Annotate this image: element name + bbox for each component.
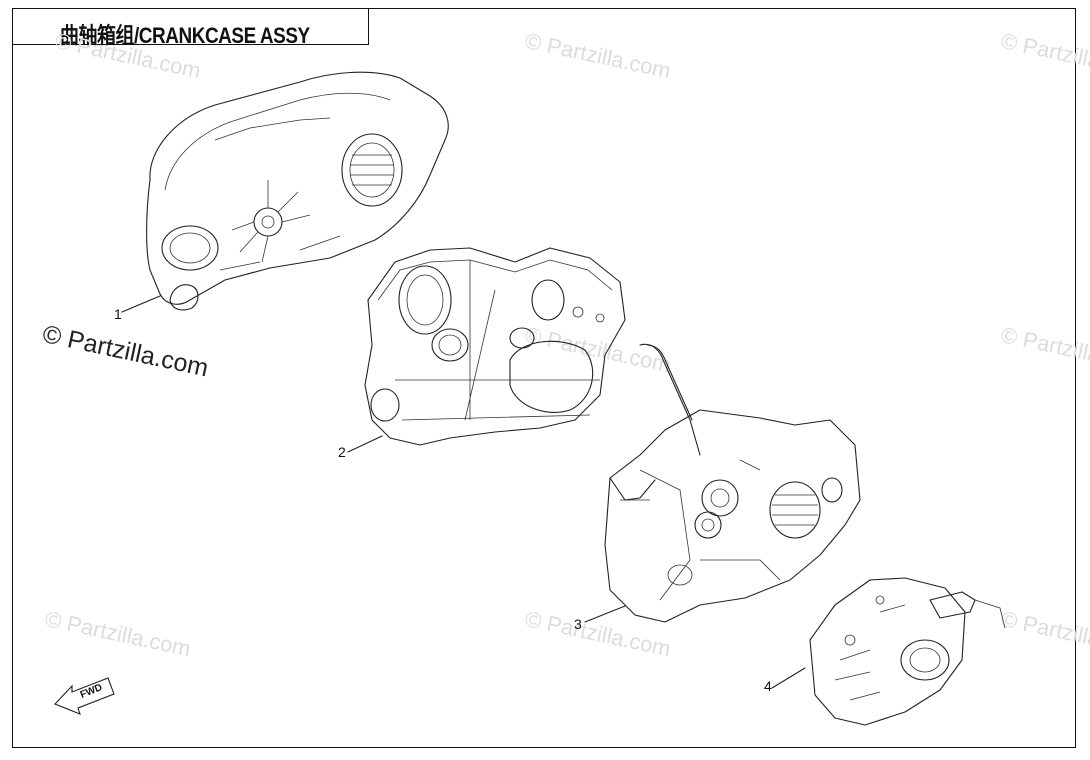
part-2-crankcase-drawing [364,247,626,446]
callout-4: 4 [764,678,772,694]
fwd-arrow-icon [54,677,115,715]
leader-line-4 [771,667,806,689]
leader-line-2 [347,435,383,453]
part-1-cover-drawing [146,71,449,311]
part-4-side-cover-drawing [809,577,1006,726]
leader-line-3 [584,605,626,623]
diagram-frame [12,8,1076,748]
leader-line-1 [121,295,161,313]
title-box: 曲轴箱组/CRANKCASE ASSY [12,8,369,48]
callout-1: 1 [114,306,122,322]
callout-3: 3 [574,616,582,632]
callout-2: 2 [338,444,346,460]
part-3-crankcase-drawing [604,343,861,623]
page-title: 曲轴箱组/CRANKCASE ASSY [60,23,310,48]
